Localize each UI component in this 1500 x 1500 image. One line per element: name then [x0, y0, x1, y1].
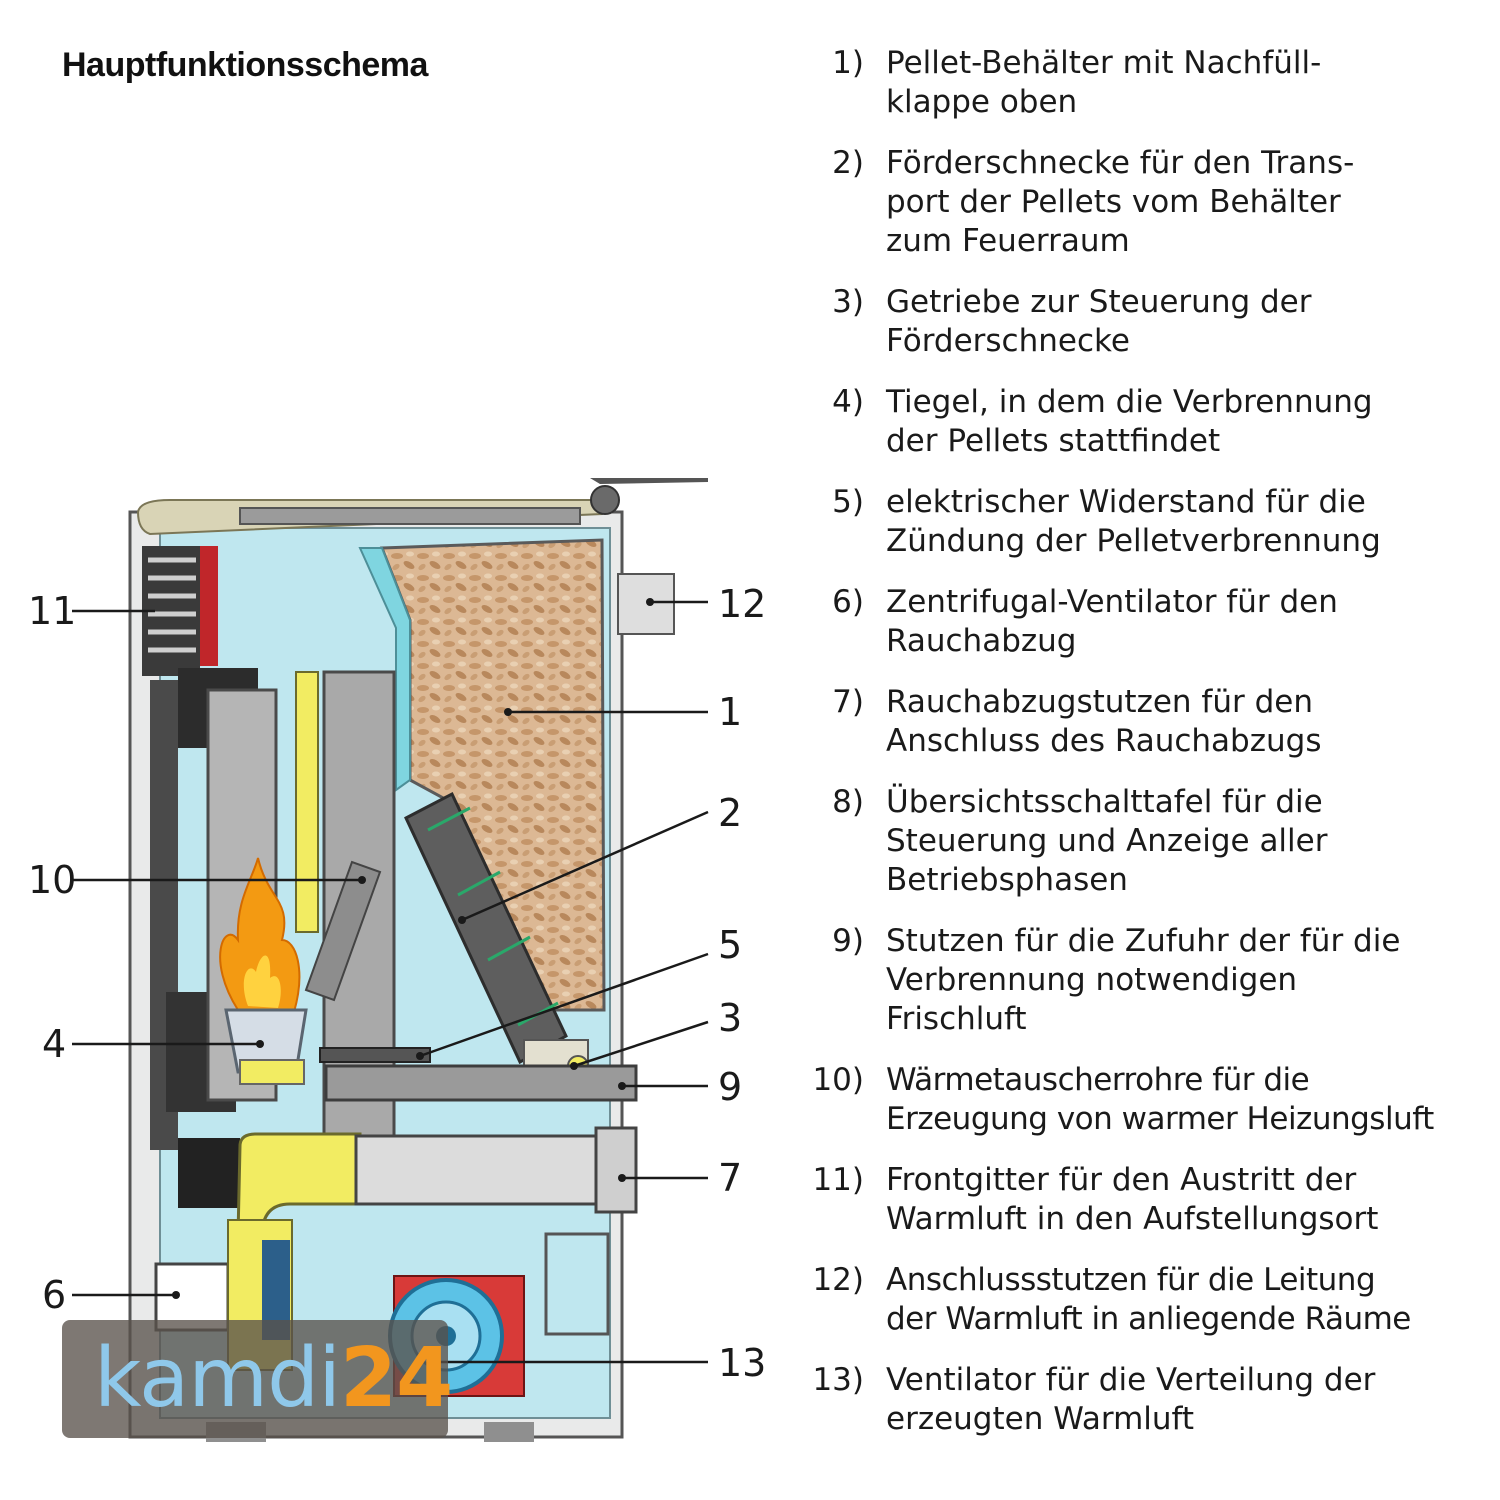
kamdi24-watermark: kamdi24	[62, 1320, 453, 1438]
legend-num: 8)	[832, 784, 864, 820]
warm-air-connection	[617, 573, 675, 635]
legend-num: 13)	[812, 1362, 864, 1398]
legend-num: 11)	[812, 1162, 864, 1198]
flame	[219, 857, 301, 1014]
flue-outlet	[236, 1126, 638, 1238]
legend-num: 2)	[832, 145, 864, 181]
fresh-air-pipe	[324, 1064, 638, 1102]
callout-line-5	[419, 952, 709, 1058]
callout-2: 2	[718, 791, 742, 835]
callout-lines	[72, 600, 709, 1364]
legend-text: Tiegel, in dem die Verbrennung der Pelle…	[886, 384, 1373, 459]
legend-item-9: 9) Stutzen für die Zufuhr der für die Ve…	[812, 922, 1492, 1061]
watermark-part2: 24	[340, 1331, 453, 1426]
callout-13: 13	[718, 1341, 766, 1385]
legend-num: 4)	[832, 384, 864, 420]
callout-3: 3	[718, 996, 742, 1040]
front-grille	[142, 546, 218, 676]
callout-5: 5	[718, 923, 742, 967]
callout-1: 1	[718, 690, 742, 734]
legend-item-2: 2) Förderschnecke für den Trans- port de…	[812, 144, 1492, 283]
legend-num: 7)	[832, 684, 864, 720]
callout-10: 10	[28, 858, 76, 902]
legend-item-10: 10) Wärmetauscherrohre für die Erzeugung…	[812, 1061, 1492, 1161]
watermark-part1: kamdi	[94, 1331, 341, 1426]
legend-num: 10)	[812, 1062, 864, 1098]
top-lid	[136, 478, 708, 536]
callout-12: 12	[718, 582, 766, 626]
legend-item-6: 6) Zentrifugal-Ventilator für den Raucha…	[812, 583, 1492, 683]
legend-text: Ventilator für die Verteilung der erzeug…	[886, 1362, 1376, 1437]
hopper-wall	[358, 547, 411, 792]
legend-item-8: 8) Übersichtsschalttafel für die Steueru…	[812, 783, 1492, 922]
legend-text: Getriebe zur Steuerung der Förderschneck…	[886, 284, 1312, 359]
callout-line-3	[573, 1020, 709, 1068]
legend-num: 6)	[832, 584, 864, 620]
callout-11: 11	[28, 589, 76, 633]
legend-item-1: 1) Pellet-Behälter mit Nachfüll- klappe …	[812, 44, 1492, 144]
legend-item-13: 13) Ventilator für die Verteilung der er…	[812, 1361, 1492, 1461]
legend-text: Übersichtsschalttafel für die Steuerung …	[886, 784, 1328, 898]
legend-num: 1)	[832, 45, 864, 81]
pellet-stove-cutaway-diagram: 11 10 4 6 12 1 2 5 3 9 7 13	[28, 478, 766, 1442]
callout-9: 9	[718, 1065, 742, 1109]
legend-num: 5)	[832, 484, 864, 520]
legend-item-3: 3) Getriebe zur Steuerung der Förderschn…	[812, 283, 1492, 383]
callout-6: 6	[42, 1273, 66, 1317]
legend-text: Zentrifugal-Ventilator für den Rauchabzu…	[886, 584, 1338, 659]
legend-text: Frontgitter für den Austritt der Warmluf…	[886, 1162, 1379, 1237]
legend-list: 1) Pellet-Behälter mit Nachfüll- klappe …	[812, 44, 1492, 1461]
legend-text: elektrischer Widerstand für die Zündung …	[886, 484, 1381, 559]
page-title: Hauptfunktionsschema	[62, 46, 428, 84]
legend-item-4: 4) Tiegel, in dem die Verbrennung der Pe…	[812, 383, 1492, 483]
legend-item-12: 12) Anschlussstutzen für die Leitung der…	[812, 1261, 1492, 1361]
legend-text: Pellet-Behälter mit Nachfüll- klappe obe…	[886, 45, 1322, 120]
legend-item-7: 7) Rauchabzugstutzen für den Anschluss d…	[812, 683, 1492, 783]
callout-7: 7	[718, 1156, 742, 1200]
legend-text: Rauchabzugstutzen für den Anschluss des …	[886, 684, 1322, 759]
callout-4: 4	[42, 1022, 66, 1066]
legend-num: 9)	[832, 923, 864, 959]
legend-num: 3)	[832, 284, 864, 320]
callout-line-2	[461, 810, 709, 922]
crucible	[224, 1008, 308, 1085]
legend-item-11: 11) Frontgitter für den Austritt der War…	[812, 1161, 1492, 1261]
legend-num: 12)	[812, 1262, 864, 1298]
legend-text: Wärmetauscherrohre für die Erzeugung von…	[886, 1062, 1434, 1137]
legend-text: Anschlussstutzen für die Leitung der War…	[886, 1262, 1411, 1337]
legend-text: Stutzen für die Zufuhr der für die Verbr…	[886, 923, 1401, 1037]
legend-item-5: 5) elektrischer Widerstand für die Zündu…	[812, 483, 1492, 583]
igniter	[319, 1047, 431, 1063]
legend-text: Förderschnecke für den Trans- port der P…	[886, 145, 1355, 259]
